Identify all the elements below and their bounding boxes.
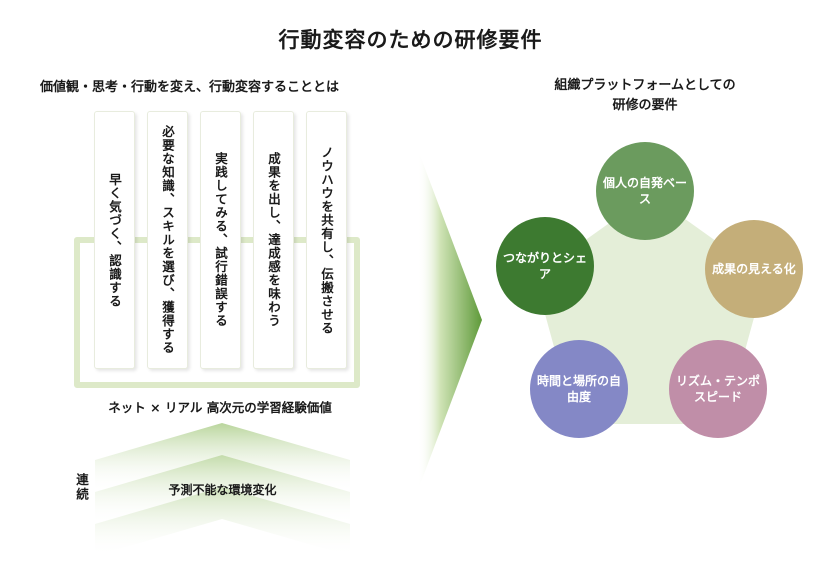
step-card-2: 必要な知識、スキルを選び、獲得する	[147, 111, 188, 369]
right-heading: 組織プラットフォームとしての 研修の要件	[540, 76, 750, 116]
step-text-4: 成果を出し、達成感を味わう	[266, 152, 281, 328]
step-text-1: 早く気づく、認識する	[107, 172, 122, 308]
step-text-2: 必要な知識、スキルを選び、獲得する	[160, 125, 175, 355]
step-card-4: 成果を出し、達成感を味わう	[253, 111, 294, 369]
requirement-circle-1: 個人の自発ベース	[596, 142, 694, 240]
requirement-label-2: 成果の見える化	[712, 262, 796, 276]
requirement-circle-5: つながりとシェア	[496, 217, 594, 315]
requirement-label-4: 時間と場所の自由度	[536, 374, 621, 404]
chevron-top	[95, 423, 350, 492]
step-card-5: ノウハウを共有し、伝搬させる	[306, 111, 347, 369]
net-real-label: ネット × リアル 高次元の学習経験価値	[108, 400, 332, 415]
diagram-title: 行動変容のための研修要件	[278, 28, 543, 52]
continuous-label: 連続	[74, 473, 89, 502]
requirement-label-5: つながりとシェア	[502, 251, 587, 281]
right-heading-line2: 研修の要件	[612, 98, 678, 113]
chevron-middle	[95, 455, 350, 524]
chevron-bottom	[95, 487, 350, 556]
step-text-5: ノウハウを共有し、伝搬させる	[319, 145, 334, 335]
environment-change-label: 予測不能な環境変化	[168, 483, 277, 497]
requirement-label-3: リズム・テンポスピード	[675, 374, 760, 404]
upward-chevrons	[95, 423, 350, 556]
requirement-circle-3: リズム・テンポスピード	[669, 340, 767, 438]
step-card-1: 早く気づく、認識する	[94, 111, 135, 369]
left-heading: 価値観・思考・行動を変え、行動変容することとは	[40, 80, 340, 95]
requirement-circle-4: 時間と場所の自由度	[530, 340, 628, 438]
step-text-3: 実践してみる、試行錯誤する	[213, 152, 228, 328]
requirement-circle-2: 成果の見える化	[705, 220, 803, 318]
right-arrow-icon	[418, 150, 482, 490]
step-card-3: 実践してみる、試行錯誤する	[200, 111, 241, 369]
right-heading-line1: 組織プラットフォームとしての	[554, 78, 736, 93]
requirement-label-1: 個人の自発ベース	[602, 176, 687, 206]
